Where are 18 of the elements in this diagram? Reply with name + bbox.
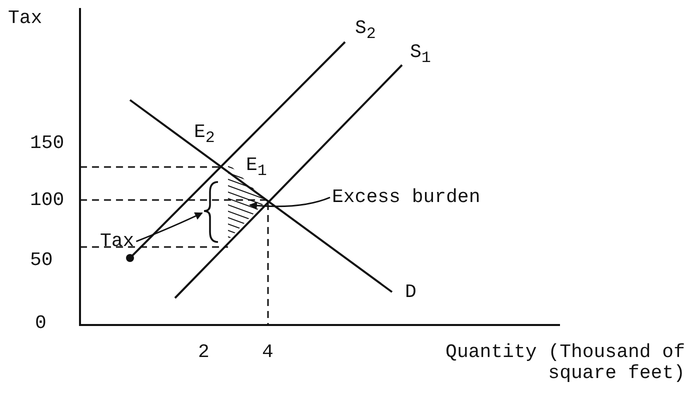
annotation-text: Tax (100, 231, 134, 252)
brace (203, 181, 218, 243)
leader-arrow (249, 196, 330, 210)
tick-label: 150 (30, 133, 64, 154)
curve-label: S$_{1}$ (410, 42, 431, 68)
tick-label: 2 (198, 342, 210, 363)
tick-label: 50 (30, 250, 53, 271)
curve-label: S$_{2}$ (355, 18, 376, 44)
tick-label: 0 (35, 313, 46, 334)
point-label: E$_{2}$ (194, 122, 215, 148)
axis-title: Tax (8, 8, 42, 29)
curve-label: D (405, 282, 416, 303)
tick-label: 4 (262, 342, 274, 363)
axis-title: Quantity (Thousand of square feet) (444, 342, 685, 384)
leader-arrow (136, 212, 203, 242)
point-label: E$_{1}$ (246, 155, 267, 180)
tick-label: 100 (30, 190, 64, 211)
annotation-text: Excess burden (332, 187, 480, 208)
